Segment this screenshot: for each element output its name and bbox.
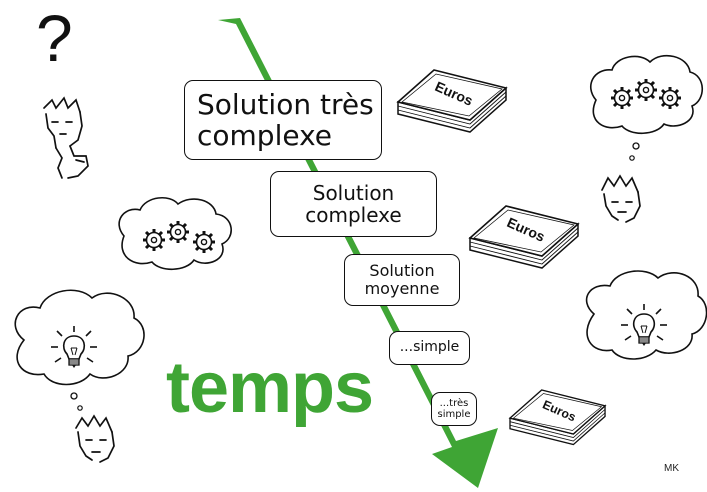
question-mark: ? <box>36 1 73 75</box>
solution-box-very-simple: ...très simple <box>431 392 477 426</box>
money-stack-2: Euros <box>469 205 579 269</box>
author-initials: MK <box>664 463 679 474</box>
face-thinking-top-left <box>43 96 89 179</box>
solution-label: ...très simple <box>437 397 471 420</box>
solution-box-medium: Solution moyenne <box>344 254 460 306</box>
thought-cloud-gears-left <box>118 197 232 271</box>
money-stack-3: Euros <box>509 389 606 446</box>
thought-cloud-idea-left <box>14 289 145 411</box>
solution-box-very-complex: Solution très complexe <box>184 80 382 160</box>
thought-cloud-gears-right <box>590 54 704 161</box>
thought-cloud-idea-right <box>585 270 707 360</box>
face-thinking-bottom-left <box>75 414 115 463</box>
solution-label: Solution complexe <box>305 180 402 227</box>
solution-label: ...simple <box>399 339 460 356</box>
time-label: temps <box>166 348 374 428</box>
face-thinking-right <box>601 174 641 223</box>
solution-box-simple: ...simple <box>389 331 470 365</box>
solution-box-complex: Solution complexe <box>270 171 437 237</box>
money-stack-1: Euros <box>397 69 507 133</box>
solution-label: Solution très complexe <box>197 87 374 152</box>
time-arrow <box>218 18 498 488</box>
solution-label: Solution moyenne <box>364 261 440 298</box>
